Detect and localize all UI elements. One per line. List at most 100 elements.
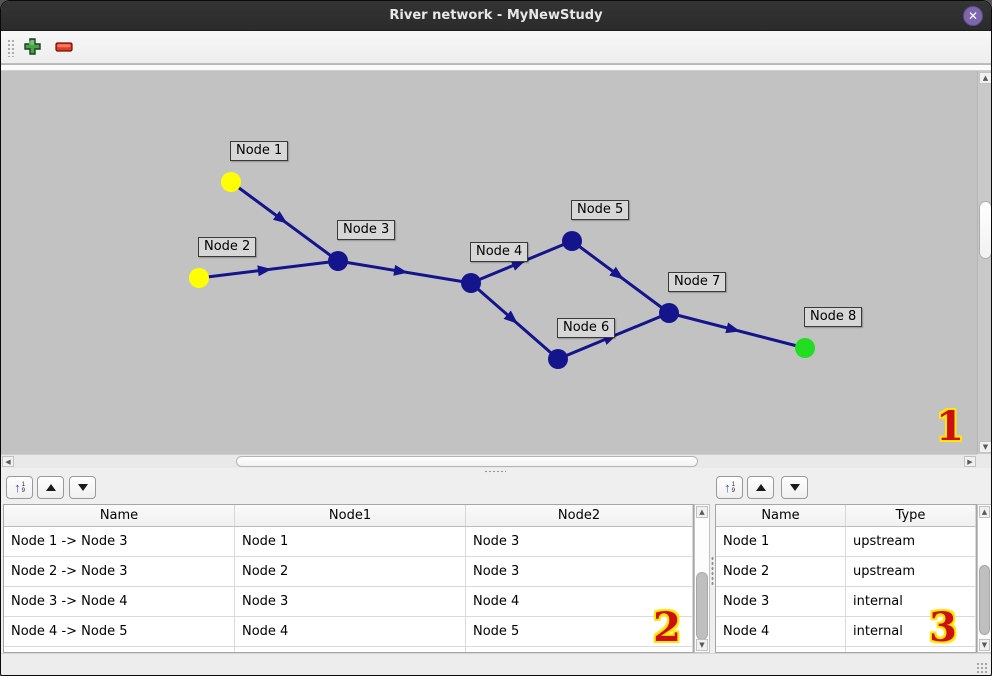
table-cell[interactable]: Node 4 -> Node 5 <box>4 617 235 647</box>
scroll-down-icon: ▼ <box>982 443 989 451</box>
toolbar-drag-handle[interactable] <box>7 39 15 57</box>
table-cell[interactable]: Node 1 <box>235 527 466 557</box>
scroll-up-button[interactable]: ▲ <box>979 506 990 518</box>
links-scroll-thumb[interactable] <box>696 572 708 640</box>
window-resize-grip[interactable] <box>976 662 988 674</box>
table-cell[interactable]: upstream <box>846 527 976 557</box>
table-cell[interactable]: upstream <box>846 557 976 587</box>
table-cell[interactable]: Node 2 -> Node 3 <box>4 557 235 587</box>
add-node-button[interactable] <box>21 37 43 59</box>
table-cell[interactable]: Node 5 <box>466 617 693 647</box>
table-cell[interactable]: Node 4 <box>466 587 693 617</box>
vertical-splitter[interactable] <box>710 504 715 653</box>
scroll-down-button[interactable]: ▼ <box>979 639 990 651</box>
scroll-down-button[interactable]: ▼ <box>696 639 708 651</box>
table-cell[interactable]: internal <box>846 587 976 617</box>
table-cell[interactable]: Node 3 <box>716 587 846 617</box>
table-cell[interactable]: Node 1 <box>716 527 846 557</box>
splitter-handle-dots <box>711 556 714 586</box>
edge-arrowhead-icon <box>725 322 741 334</box>
scroll-down-icon: ▼ <box>981 641 988 649</box>
horizontal-splitter[interactable] <box>1 468 991 474</box>
scroll-right-button[interactable]: ▶ <box>964 456 976 467</box>
scroll-up-icon: ▲ <box>981 508 988 516</box>
triangle-down-icon <box>789 484 800 491</box>
table-cell[interactable]: Node 3 <box>466 527 693 557</box>
nodes-move-down-button[interactable] <box>781 476 808 499</box>
node-label[interactable]: Node 1 <box>230 141 289 161</box>
node-label[interactable]: Node 6 <box>557 318 616 338</box>
nodes-move-up-button[interactable] <box>747 476 774 499</box>
close-button[interactable]: ✕ <box>963 6 983 26</box>
table-cell[interactable] <box>466 647 693 652</box>
node-label[interactable]: Node 2 <box>198 237 257 257</box>
table-cell[interactable] <box>235 647 466 652</box>
node-label[interactable]: Node 7 <box>668 272 727 292</box>
plus-icon <box>23 38 41 58</box>
nodes-scroll-thumb[interactable] <box>979 565 990 635</box>
river-network-canvas[interactable]: Node 1 Node 2 Node 3 Node 4 Node 5 Node 6 Node… <box>1 71 977 454</box>
column-header[interactable]: Name <box>716 505 846 527</box>
column-header[interactable]: Node2 <box>466 505 693 527</box>
column-header[interactable]: Type <box>846 505 976 527</box>
table-cell[interactable]: Node 2 <box>716 557 846 587</box>
scroll-up-icon: ▲ <box>699 508 705 516</box>
annotation-number: 2 <box>653 604 681 651</box>
canvas-hscroll-thumb[interactable] <box>236 456 698 467</box>
scrollbar-corner <box>977 454 991 468</box>
table-cell[interactable]: Node 4 <box>235 617 466 647</box>
graph-node[interactable] <box>461 273 481 293</box>
table-cell[interactable] <box>846 647 976 652</box>
graph-node[interactable] <box>221 172 241 192</box>
table-cell[interactable] <box>716 647 846 652</box>
river-network-graph <box>189 172 815 369</box>
column-header[interactable]: Node1 <box>235 505 466 527</box>
node-label[interactable]: Node 5 <box>571 200 630 220</box>
links-table-scrollbar[interactable]: ▲ ▼ <box>694 504 710 653</box>
nodes-table-scrollbar[interactable]: ▲ ▼ <box>977 504 991 653</box>
graph-node[interactable] <box>795 338 815 358</box>
edge-arrowhead-icon <box>393 264 409 276</box>
links-move-down-button[interactable] <box>69 476 96 499</box>
graph-node[interactable] <box>659 303 679 323</box>
canvas-vertical-scrollbar[interactable]: ▲ ▼ <box>977 71 991 454</box>
triangle-down-icon <box>77 484 88 491</box>
edge-arrowhead-icon <box>510 260 526 271</box>
table-cell[interactable]: Node 4 <box>716 617 846 647</box>
table-cell[interactable]: Node 3 <box>235 587 466 617</box>
table-cell[interactable] <box>4 647 235 652</box>
remove-node-button[interactable] <box>53 37 75 59</box>
scroll-left-icon: ◀ <box>5 457 11 466</box>
table-cell[interactable]: Node 1 -> Node 3 <box>4 527 235 557</box>
scroll-up-button[interactable]: ▲ <box>979 72 991 84</box>
status-strip <box>1 653 991 675</box>
table-cell[interactable]: Node 2 <box>235 557 466 587</box>
graph-node[interactable] <box>189 268 209 288</box>
table-cell[interactable]: Node 3 -> Node 4 <box>4 587 235 617</box>
graph-node[interactable] <box>548 349 568 369</box>
annotation-number: 1 <box>936 403 964 450</box>
links-move-up-button[interactable] <box>37 476 64 499</box>
canvas-vscroll-thumb[interactable] <box>979 201 991 259</box>
node-label[interactable]: Node 8 <box>804 307 863 327</box>
titlebar[interactable]: River network - MyNewStudy ✕ <box>1 1 991 31</box>
node-label[interactable]: Node 4 <box>470 242 529 262</box>
canvas-horizontal-scrollbar[interactable]: ◀ ▶ <box>1 454 977 468</box>
scroll-left-button[interactable]: ◀ <box>2 456 14 467</box>
scroll-down-button[interactable]: ▼ <box>979 441 991 453</box>
column-header[interactable]: Name <box>4 505 235 527</box>
edge-arrowhead-icon <box>503 310 518 324</box>
scroll-up-button[interactable]: ▲ <box>696 506 708 518</box>
table-cell[interactable]: Node 3 <box>466 557 693 587</box>
graph-node[interactable] <box>562 231 582 251</box>
graph-node[interactable] <box>328 251 348 271</box>
node-label[interactable]: Node 3 <box>337 220 396 240</box>
table-cell[interactable]: internal <box>846 617 976 647</box>
